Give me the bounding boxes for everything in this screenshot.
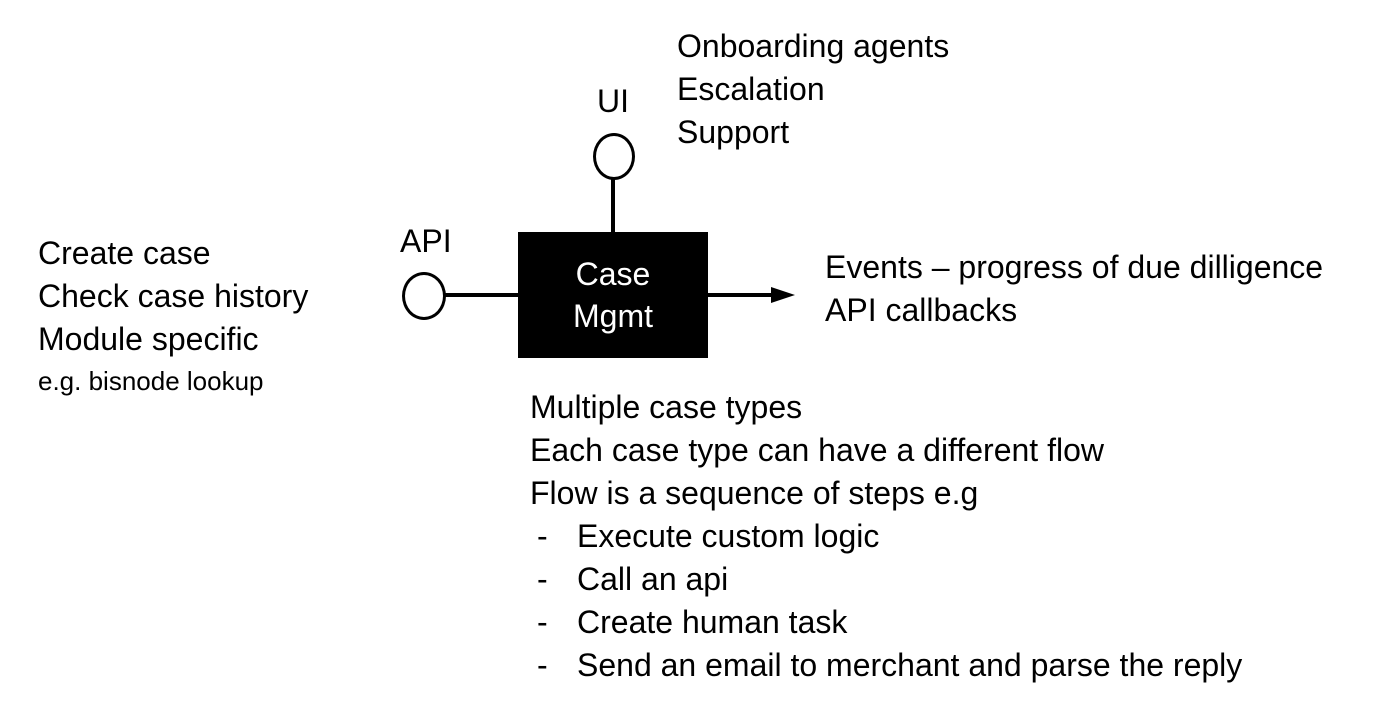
- node-title-line: Case: [575, 256, 651, 292]
- bullet-item: - Call an api: [530, 558, 1242, 601]
- text-line: Flow is a sequence of steps e.g: [530, 475, 979, 511]
- text-line: Multiple case types: [530, 389, 803, 425]
- text-line: Create case: [38, 235, 211, 271]
- api-connector-label: API: [400, 223, 452, 259]
- text-line: Support: [677, 114, 790, 150]
- text-line: Check case history: [38, 278, 309, 314]
- bullet-item: - Execute custom logic: [530, 515, 1242, 558]
- bullet-text: Create human task: [577, 604, 848, 640]
- text-line-note: e.g. bisnode lookup: [38, 366, 264, 396]
- events-arrow-line: [708, 293, 773, 297]
- bullet-text: Send an email to merchant and parse the …: [577, 647, 1243, 683]
- bullet-dash: -: [537, 561, 548, 597]
- events-side-text-block: Events – progress of due dilligence API …: [825, 246, 1323, 332]
- ui-connector-circle: [593, 133, 635, 180]
- node-title-line: Mgmt: [573, 298, 653, 334]
- bottom-text-block: Multiple case types Each case type can h…: [530, 386, 1242, 687]
- api-side-text-block: Create case Check case history Module sp…: [38, 232, 308, 401]
- bullet-dash: -: [537, 518, 548, 554]
- text-line: Events – progress of due dilligence: [825, 249, 1324, 285]
- text-line: Module specific: [38, 321, 259, 357]
- text-line: API callbacks: [825, 292, 1018, 328]
- events-arrow-head-icon: [771, 287, 795, 303]
- ui-side-text-block: Onboarding agents Escalation Support: [677, 25, 949, 154]
- ui-connector-label: UI: [597, 83, 629, 119]
- bullet-text: Call an api: [577, 561, 729, 597]
- api-connector-line: [445, 293, 520, 297]
- text-line: Onboarding agents: [677, 28, 950, 64]
- bullet-item: - Send an email to merchant and parse th…: [530, 644, 1242, 687]
- bullet-text: Execute custom logic: [577, 518, 880, 554]
- case-mgmt-node: Case Mgmt: [518, 232, 708, 358]
- ui-connector-line: [611, 179, 615, 233]
- bullet-dash: -: [537, 647, 548, 683]
- bullet-dash: -: [537, 604, 548, 640]
- text-line: Each case type can have a different flow: [530, 432, 1104, 468]
- api-connector-circle: [402, 272, 446, 320]
- text-line: Escalation: [677, 71, 825, 107]
- bullet-item: - Create human task: [530, 601, 1242, 644]
